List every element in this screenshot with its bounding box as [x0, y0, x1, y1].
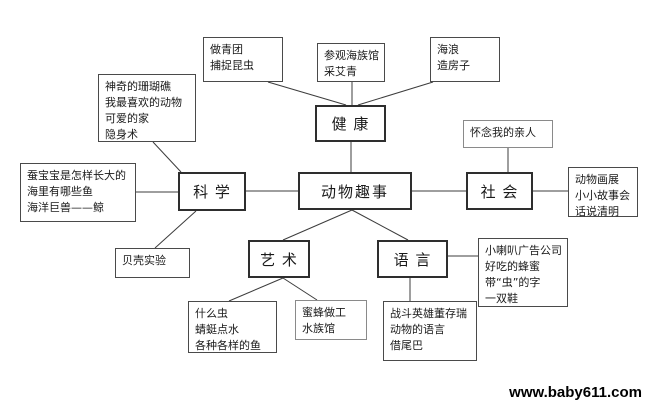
leaf-line: 参观海族馆: [324, 49, 379, 62]
edge-science-shell: [154, 210, 197, 249]
leaf-line: 好吃的蜂蜜: [485, 260, 540, 273]
node-coral: 神奇的珊瑚礁 我最喜欢的动物 可爱的家 隐身术: [98, 74, 196, 142]
leaf-line: 做青团: [210, 43, 243, 56]
leaf-line: 借尾巴: [390, 339, 423, 352]
node-aquarium-visit: 参观海族馆 采艾青: [317, 43, 385, 82]
node-center-topic: 动物趣事: [298, 172, 412, 210]
leaf-line: 神奇的珊瑚礁: [105, 80, 171, 93]
website-watermark: www.baby611.com: [509, 384, 642, 401]
node-exhibition: 动物画展 小小故事会 话说清明: [568, 167, 638, 218]
leaf-line: 小小故事会: [575, 189, 630, 202]
node-hero-stories: 战斗英雄董存瑞 动物的语言 借尾巴: [383, 301, 477, 361]
edge-center-language: [351, 209, 409, 241]
leaf-line: 蜻蜓点水: [195, 323, 239, 336]
leaf-line: 造房子: [437, 59, 470, 72]
node-relatives: 怀念我的亲人: [463, 120, 553, 148]
leaf-line: 各种各样的鱼: [195, 339, 261, 352]
leaf-line: 一双鞋: [485, 292, 518, 305]
edge-art-insect: [228, 277, 284, 302]
node-science: 科 学: [178, 172, 246, 211]
leaf-line: 动物的语言: [390, 323, 445, 336]
node-insect: 什么虫 蜻蜓点水 各种各样的鱼: [188, 301, 277, 353]
leaf-line: 带“虫”的字: [485, 276, 541, 289]
leaf-line: 水族馆: [302, 322, 335, 335]
node-trumpet-company: 小喇叭广告公司 好吃的蜂蜜 带“虫”的字 一双鞋: [478, 238, 568, 307]
leaf-line: 海里有哪些鱼: [27, 185, 93, 198]
leaf-line: 贝壳实验: [122, 254, 166, 267]
edge-art-bee: [282, 277, 318, 301]
node-art: 艺 术: [248, 240, 310, 278]
leaf-line: 蚕宝宝是怎样长大的: [27, 169, 126, 182]
leaf-line: 动物画展: [575, 173, 619, 186]
leaf-line: 话说清明: [575, 205, 619, 218]
edge-coral-science: [152, 141, 182, 173]
node-society: 社 会: [466, 172, 533, 210]
leaf-line: 采艾青: [324, 65, 357, 78]
leaf-line: 怀念我的亲人: [470, 126, 536, 139]
leaf-line: 什么虫: [195, 307, 228, 320]
leaf-line: 可爱的家: [105, 112, 149, 125]
edge-qingtuan-health: [267, 81, 347, 106]
edge-waves-health: [357, 81, 434, 106]
leaf-line: 蜜蜂做工: [302, 306, 346, 319]
edge-center-art: [282, 209, 353, 241]
leaf-line: 海洋巨兽——鲸: [27, 201, 104, 214]
leaf-line: 战斗英雄董存瑞: [390, 307, 467, 320]
node-waves: 海浪 造房子: [430, 37, 500, 82]
leaf-line: 小喇叭广告公司: [485, 244, 562, 257]
leaf-line: 捕捉昆虫: [210, 59, 254, 72]
node-qingtuan-activities: 做青团 捕捉昆虫: [203, 37, 283, 82]
leaf-line: 海浪: [437, 43, 459, 56]
node-language: 语 言: [377, 240, 448, 278]
node-silkworm: 蚕宝宝是怎样长大的 海里有哪些鱼 海洋巨兽——鲸: [20, 163, 136, 222]
node-shell-experiment: 贝壳实验: [115, 248, 190, 278]
node-health: 健 康: [315, 105, 386, 142]
node-bee-work: 蜜蜂做工 水族馆: [295, 300, 367, 340]
leaf-line: 隐身术: [105, 128, 138, 141]
leaf-line: 我最喜欢的动物: [105, 96, 182, 109]
